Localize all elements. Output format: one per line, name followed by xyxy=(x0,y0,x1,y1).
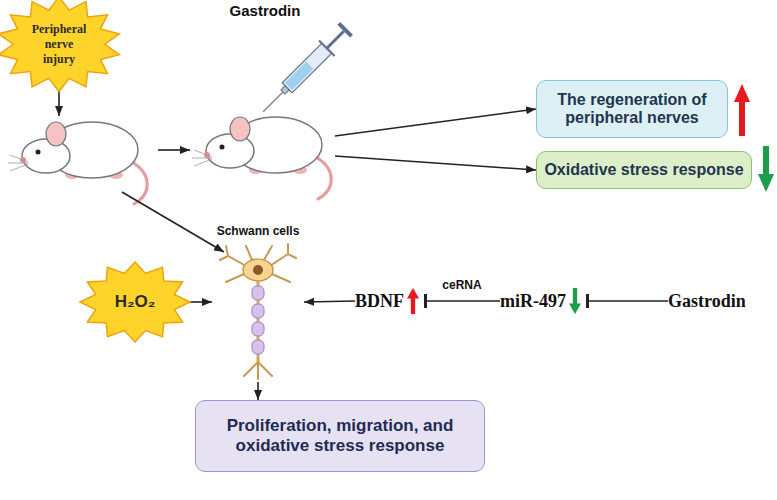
decrease-arrow-shape xyxy=(569,288,581,314)
increase-arrow xyxy=(734,84,750,136)
starburst-node: H₂O₂ xyxy=(80,262,190,342)
edge-label: ceRNA xyxy=(440,278,483,292)
syringe-part xyxy=(285,62,313,90)
schwann-cell-figure-part xyxy=(252,322,264,336)
inhibition-connector xyxy=(424,300,500,302)
node-text: H₂O₂ xyxy=(115,292,156,312)
outcome-box: The regeneration of peripheral nerves xyxy=(536,80,728,138)
node-text: Schwann cells xyxy=(217,222,300,238)
syringe-part xyxy=(337,22,353,38)
outcome-box: Proliferation, migration, and oxidative … xyxy=(195,400,485,472)
starburst-outline xyxy=(0,0,119,91)
arrow-connector xyxy=(304,301,355,302)
decrease-arrow xyxy=(569,288,581,314)
molecule-node: Gastrodin xyxy=(668,287,751,315)
arrow-connector xyxy=(257,382,259,400)
inhibition-connector xyxy=(586,300,668,302)
schwann-cell-figure-part xyxy=(220,244,296,282)
schwann-cell-figure-part xyxy=(252,286,264,300)
schwann-cell-node: Schwann cells xyxy=(212,222,304,382)
outcome-box: Oxidative stress response xyxy=(536,151,752,189)
starburst-node: Peripheral nerve injury xyxy=(0,0,121,91)
arrow-connector xyxy=(335,156,536,170)
increase-arrow-shape xyxy=(407,288,419,314)
node-text: Gastrodin xyxy=(230,0,301,19)
syringe-part xyxy=(282,43,331,92)
flow-arrow xyxy=(122,192,224,252)
flow-arrow xyxy=(158,149,190,151)
syringe xyxy=(255,21,354,120)
injured-mouse xyxy=(8,122,147,204)
node-text: Peripheral nerve injury xyxy=(28,22,90,67)
schwann-cell-figure-part xyxy=(252,340,264,354)
decrease-arrow xyxy=(758,146,774,192)
treatment-node: Gastrodin xyxy=(195,0,335,200)
node-text: Proliferation, migration, and oxidative … xyxy=(203,416,477,456)
schwann-cell-figure xyxy=(220,244,296,379)
schwann-cell-figure-part xyxy=(252,304,264,318)
syringe-part xyxy=(263,92,283,112)
increase-arrow xyxy=(407,288,419,314)
schwann-cell-figure-part xyxy=(253,265,263,275)
node-text: Gastrodin xyxy=(668,291,746,312)
arrow-connector xyxy=(190,301,212,303)
syringe-part xyxy=(327,31,344,48)
treated-mouse xyxy=(192,117,331,199)
starburst-outline xyxy=(80,262,190,342)
node-text: Oxidative stress response xyxy=(544,161,743,179)
molecule-node: BDNF xyxy=(355,287,424,315)
node-text: The regeneration of peripheral nerves xyxy=(544,91,720,127)
schwann-cell-figure-part xyxy=(244,362,272,379)
arrow-connector xyxy=(335,109,536,136)
molecule-node: miR-497 xyxy=(500,287,586,315)
node-text: miR-497 xyxy=(500,291,566,312)
schwann-cell-figure-part xyxy=(243,259,273,281)
node-text: BDNF xyxy=(355,291,404,312)
flow-arrow xyxy=(58,91,60,116)
